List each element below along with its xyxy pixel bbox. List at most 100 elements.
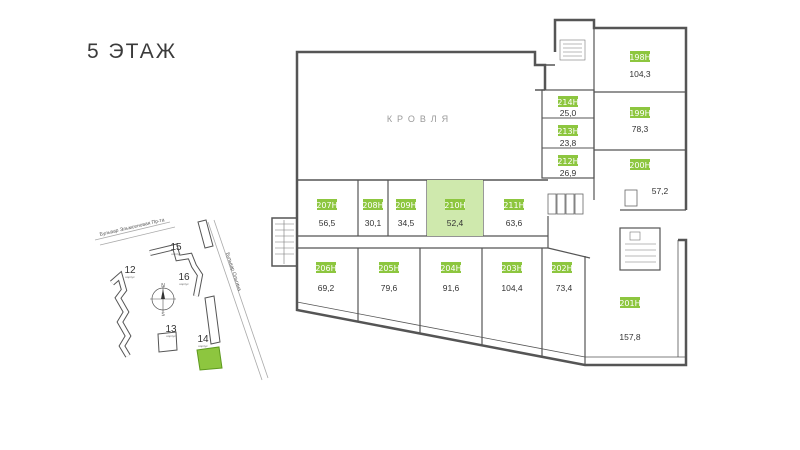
street-line-2: [99, 226, 176, 246]
unit-number: 200Н: [629, 161, 650, 170]
unit-number: 211Н: [503, 201, 524, 210]
unit-badge: [396, 199, 416, 210]
floor-plan-walls: [271, 18, 688, 367]
unit-number: 202Н: [551, 264, 572, 273]
unit-number: 205Н: [378, 264, 399, 273]
unit-area-value: 73,4: [556, 283, 573, 293]
unit-badge: [316, 262, 336, 273]
unit-badge: [558, 155, 578, 166]
unit-area-value: 104,4: [501, 283, 523, 293]
floor-title: 5 ЭТАЖ: [87, 40, 178, 63]
unit-number: 207Н: [316, 201, 337, 210]
compass-north: N: [161, 283, 165, 289]
building-15-label: корпус: [171, 252, 181, 256]
building-16-number: 16: [178, 272, 190, 283]
compass-south: S: [161, 312, 165, 318]
unit-number: 201Н: [619, 299, 640, 308]
unit-area-value: 63,6: [506, 218, 523, 228]
unit-198[interactable]: 198Н 104,3: [594, 28, 686, 92]
unit-badge: [620, 297, 640, 308]
unit-badge: [363, 199, 383, 210]
street-line-4: [213, 219, 269, 379]
building-14-highlight[interactable]: [196, 346, 223, 371]
unit-number: 204Н: [440, 264, 461, 273]
unit-number: 199Н: [629, 109, 650, 118]
building-14-label: корпус: [198, 344, 208, 348]
unit-badge: [630, 51, 650, 62]
building-13-label: корпус: [166, 334, 176, 338]
unit-badge: [504, 199, 524, 210]
unit-number: 212Н: [557, 157, 578, 166]
unit-number: 214Н: [557, 98, 578, 107]
unit-area-value: 23,8: [560, 138, 577, 148]
unit-area-value: 30,1: [365, 218, 382, 228]
unit-210[interactable]: 210Н 52,4: [427, 180, 483, 236]
unit-badge: [445, 199, 465, 210]
unit-badge: [441, 262, 461, 273]
unit-number: 198Н: [629, 53, 650, 62]
building-14-block: [204, 295, 221, 345]
unit-area-value: 79,6: [381, 283, 398, 293]
unit-area-value: 56,5: [319, 218, 336, 228]
unit-badge: [502, 262, 522, 273]
unit-213[interactable]: 213Н 23,8: [542, 118, 594, 148]
street-label-2: Бульвар Ольгина: [224, 252, 242, 292]
unit-area-shape[interactable]: [297, 248, 358, 308]
unit-199[interactable]: 199Н 78,3: [594, 92, 686, 150]
unit-area-value: 26,9: [560, 168, 577, 178]
unit-203[interactable]: 203Н 104,4: [482, 248, 542, 343]
unit-211[interactable]: 211Н 63,6: [483, 180, 548, 236]
building-14-number: 14: [197, 334, 209, 345]
roof-label: КРОВЛЯ: [387, 114, 453, 124]
unit-area-value: 91,6: [443, 283, 460, 293]
unit-201[interactable]: 201Н 157,8: [585, 258, 678, 357]
unit-number: 203Н: [501, 264, 522, 273]
unit-200[interactable]: 200Н 57,2: [594, 150, 686, 210]
unit-number: 208Н: [362, 201, 383, 210]
unit-207[interactable]: 207Н 56,5: [297, 180, 358, 236]
unit-212[interactable]: 212Н 26,9: [542, 148, 594, 178]
unit-area-value: 25,0: [560, 108, 577, 118]
unit-209[interactable]: 209Н 34,5: [388, 180, 427, 236]
unit-number: 209Н: [395, 201, 416, 210]
building-east-block: [197, 219, 214, 249]
building-12-number: 12: [124, 265, 136, 276]
wc-fixtures-icon: [547, 189, 638, 215]
unit-badge: [630, 159, 650, 170]
building-13: [157, 331, 178, 353]
unit-208[interactable]: 208Н 30,1: [358, 180, 388, 236]
building-12-label: корпус: [125, 275, 135, 279]
unit-area-shape[interactable]: [594, 92, 686, 150]
units-layer: 198Н 104,3 199Н 78,3 200Н 57,2 201Н 157,8 202Н 73…: [297, 28, 686, 357]
unit-area-value: 104,3: [629, 69, 651, 79]
unit-badge: [630, 107, 650, 118]
unit-badge: [379, 262, 399, 273]
top-stair-icon: [559, 39, 586, 61]
unit-number: 213Н: [557, 127, 578, 136]
unit-number: 210Н: [444, 201, 465, 210]
building-15-number: 15: [170, 242, 182, 253]
unit-badge: [558, 125, 578, 136]
unit-206[interactable]: 206Н 69,2: [297, 248, 358, 308]
unit-number: 206Н: [315, 264, 336, 273]
unit-badge: [317, 199, 337, 210]
unit-area-value: 157,8: [619, 332, 641, 342]
unit-205[interactable]: 205Н 79,6: [358, 248, 420, 320]
building-16-label: корпус: [179, 282, 189, 286]
right-stair-icon: [625, 231, 656, 263]
unit-202[interactable]: 202Н 73,4: [542, 248, 585, 348]
street-line-1: [94, 221, 171, 241]
unit-area-value: 34,5: [398, 218, 415, 228]
left-stair-icon: [275, 220, 294, 264]
street-label-1: Бульвар Эльмсеновая Пр-та: [99, 217, 165, 238]
unit-area-value: 78,3: [632, 124, 649, 134]
compass-icon: N S: [150, 283, 176, 318]
unit-area-value: 57,2: [652, 186, 669, 196]
site-plan: Бульвар Эльмсеновая Пр-та Бульвар Ольгин…: [94, 217, 269, 381]
street-line-3: [207, 221, 263, 381]
unit-area-value: 69,2: [318, 283, 335, 293]
unit-204[interactable]: 204Н 91,6: [420, 248, 482, 332]
unit-area-value: 52,4: [447, 218, 464, 228]
